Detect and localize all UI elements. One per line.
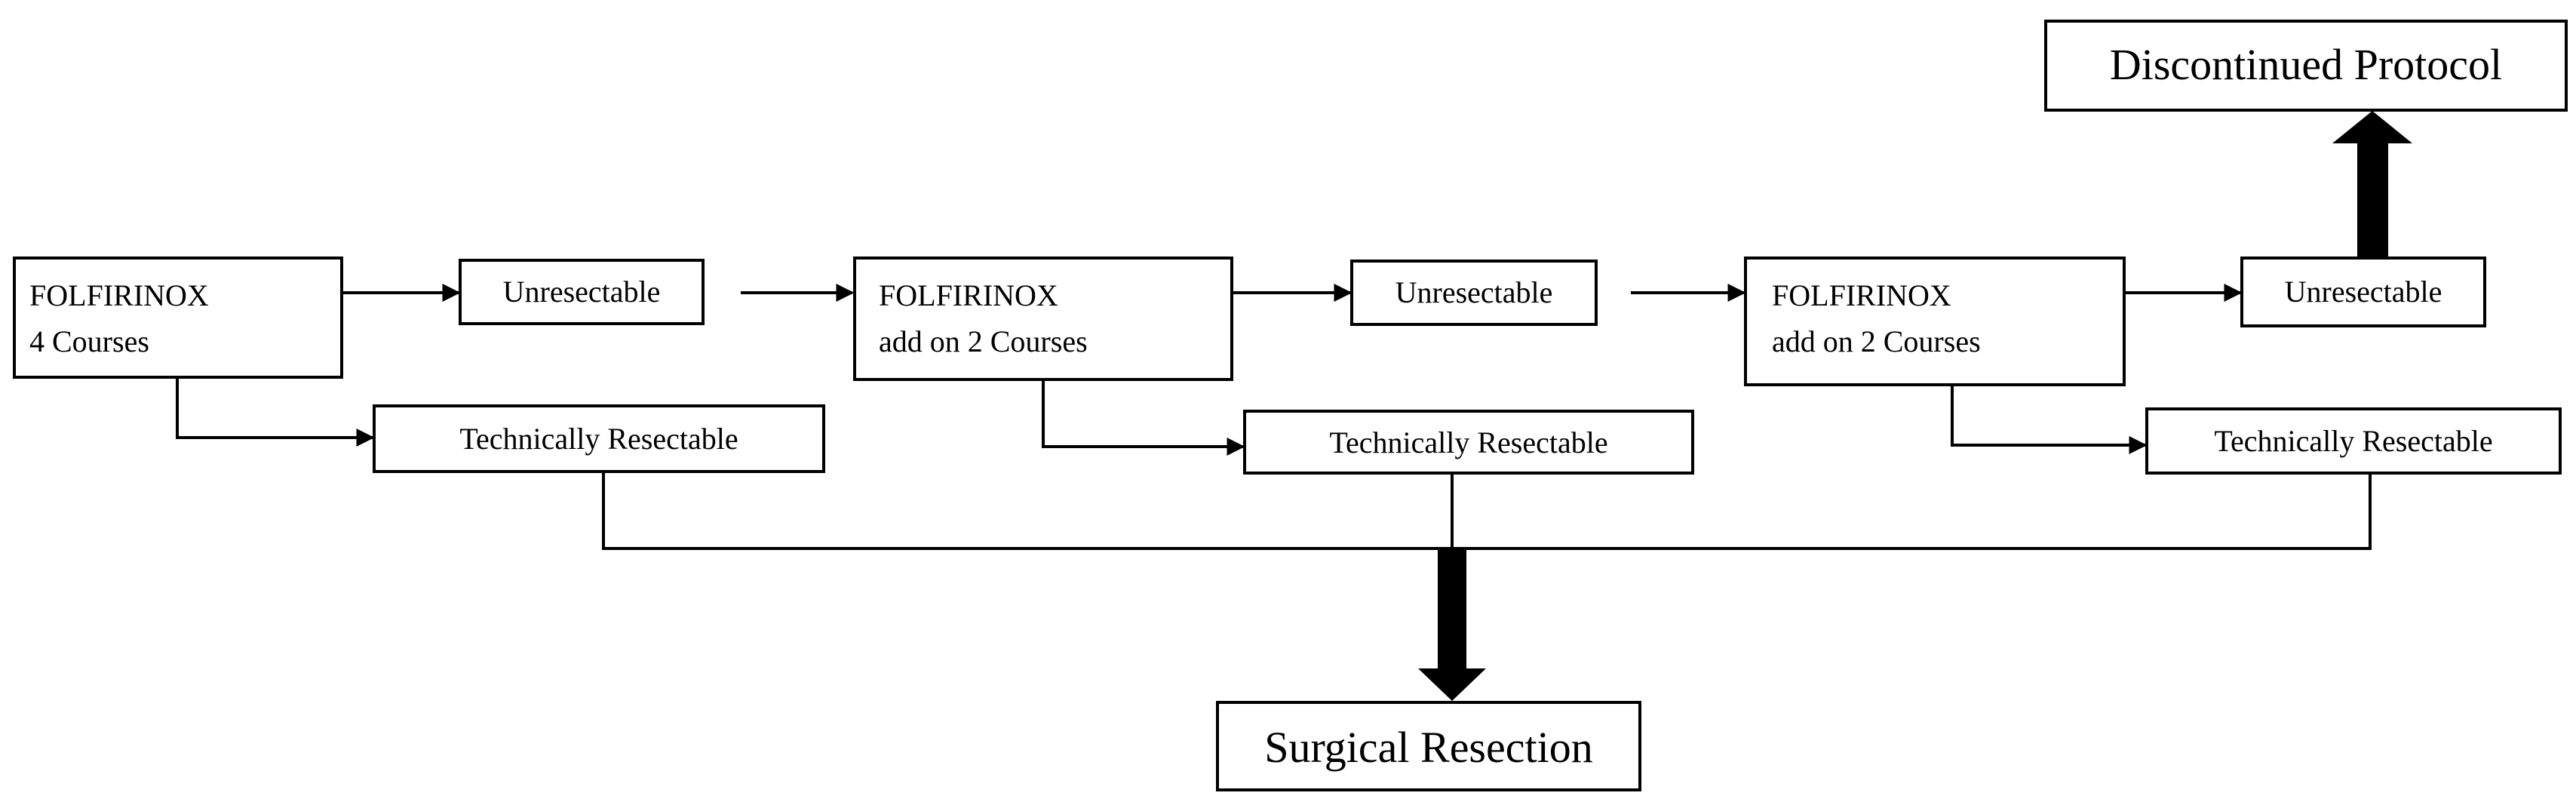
tech-resectable-1-label: Technically Resectable [459, 422, 738, 456]
merge-line-tech-resectable1 [602, 472, 2372, 550]
folfirinox-1-line2: 4 Courses [29, 324, 149, 358]
surgical-resection-label: Surgical Resection [1264, 723, 1592, 772]
arrow-folfirinox1-to-tech-resectable1 [176, 377, 375, 447]
folfirinox-3-line2: add on 2 Courses [1772, 324, 1981, 358]
unresectable-2-label: Unresectable [1395, 275, 1553, 309]
arrow-folfirinox2-to-tech-resectable2 [1042, 379, 1245, 456]
folfirinox-2-line2: add on 2 Courses [879, 324, 1088, 358]
technically-resectable-box-2: Technically Resectable [1243, 410, 1694, 475]
folfirinox-1-line1: FOLFIRINOX [29, 278, 209, 312]
discontinued-protocol-box: Discontinued Protocol [2044, 20, 2568, 112]
connectors [176, 284, 2372, 550]
unresectable-3-label: Unresectable [2285, 275, 2442, 309]
surgical-resection-box: Surgical Resection [1216, 701, 1641, 791]
tech-resectable-2-label: Technically Resectable [1329, 426, 1607, 459]
folfirinox-3-line1: FOLFIRINOX [1772, 278, 1951, 312]
folfirinox-4-courses-box: FOLFIRINOX 4 Courses [13, 257, 343, 379]
big-arrow-to-surgical-resection [1418, 550, 1486, 701]
arrow-folfirinox3-to-tech-resectable3 [1951, 385, 2148, 454]
unresectable-box-2: Unresectable [1350, 260, 1598, 326]
unresectable-box-3: Unresectable [2240, 257, 2486, 327]
unresectable-box-1: Unresectable [459, 259, 705, 325]
technically-resectable-box-1: Technically Resectable [373, 404, 825, 473]
tech-resectable-3-label: Technically Resectable [2214, 424, 2492, 458]
folfirinox-2-line1: FOLFIRINOX [879, 278, 1058, 312]
unresectable-1-label: Unresectable [503, 275, 661, 309]
technically-resectable-box-3: Technically Resectable [2145, 407, 2562, 475]
discontinued-protocol-label: Discontinued Protocol [2110, 40, 2502, 89]
folfirinox-add-on-box-2: FOLFIRINOX add on 2 Courses [1744, 257, 2126, 386]
folfirinox-add-on-box-1: FOLFIRINOX add on 2 Courses [853, 257, 1233, 381]
big-arrow-to-discontinued-protocol [2332, 111, 2412, 257]
